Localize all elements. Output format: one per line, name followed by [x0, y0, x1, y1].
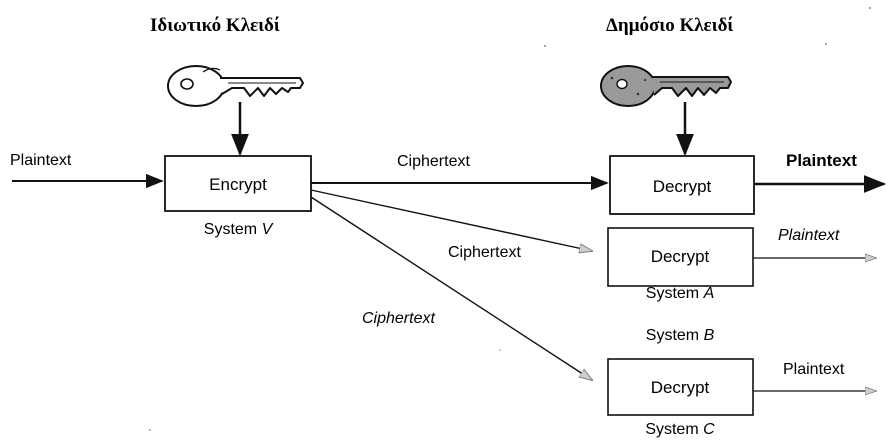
decrypt-label-c: Decrypt [651, 378, 710, 397]
ciphertext-label-b: Ciphertext [448, 244, 521, 261]
ciphertext-arrow-b [310, 189, 592, 251]
private-key-title: Ιδιωτικό Κλειδί [150, 15, 280, 36]
input-plaintext-label: Plaintext [10, 152, 72, 169]
decrypt-label-a: Decrypt [653, 177, 712, 196]
public-key-icon [600, 65, 732, 107]
system-c-label: System C [645, 421, 715, 438]
decrypt-label-b: Decrypt [651, 247, 710, 266]
private-key-icon [167, 65, 304, 107]
public-key-title: Δημόσιο Κλειδί [606, 15, 733, 36]
system-b-label: System B [646, 327, 715, 344]
output-plaintext-label-a: Plaintext [786, 151, 857, 170]
encrypt-label: Encrypt [209, 175, 267, 194]
ciphertext-arrow-c [310, 196, 592, 380]
system-a-label: System A [646, 285, 714, 302]
encrypt-box [164, 155, 312, 212]
ciphertext-label-c: Ciphertext [362, 310, 435, 327]
scan-specks [149, 7, 871, 431]
decrypt-box-c [607, 358, 754, 416]
output-plaintext-label-b: Plaintext [778, 227, 840, 244]
output-plaintext-label-c: Plaintext [783, 361, 845, 378]
decrypt-box-b [607, 227, 754, 287]
ciphertext-label-a: Ciphertext [397, 153, 470, 170]
system-v-label: System V [204, 221, 274, 238]
